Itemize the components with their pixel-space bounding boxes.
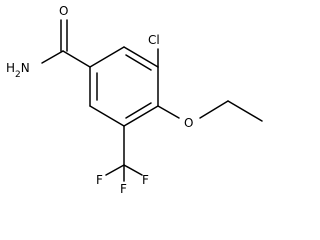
amide-oxygen-label: O: [59, 4, 68, 18]
amide-nitrogen-label: H2N: [6, 61, 30, 80]
bond-c-f-left: [105, 164, 125, 176]
ring-bond-c4-c5: [123, 105, 159, 127]
amide-group: [41, 19, 91, 68]
ether-oxygen-label: O: [184, 116, 193, 130]
bond-carbonyl-nitrogen: [41, 50, 64, 64]
bond-ch2-ch3: [227, 100, 263, 122]
chemical-structure-diagram: O H2N Cl O F F F: [6, 4, 263, 196]
bond-oxygen-ch2: [199, 100, 229, 119]
trifluoromethyl-group: [105, 125, 143, 182]
ring-inner-double-2: [125, 102, 152, 119]
ring-inner-double-1: [125, 54, 152, 71]
fluorine-left-label: F: [96, 173, 103, 187]
bond-ring-carbonyl: [62, 50, 91, 68]
fluorine-right-label: F: [142, 173, 149, 187]
ethoxy-group: [157, 100, 263, 122]
ring-bond-c2-c3: [123, 46, 159, 68]
ring-bond-c5-c6: [89, 105, 125, 127]
ring-bond-c1-c2: [89, 46, 125, 68]
chlorine-label: Cl: [148, 33, 160, 47]
bond-c-f-right: [123, 164, 143, 176]
benzene-ring: [89, 46, 159, 127]
bond-ring-ether-oxygen: [157, 105, 180, 119]
fluorine-top-label: F: [120, 182, 127, 196]
